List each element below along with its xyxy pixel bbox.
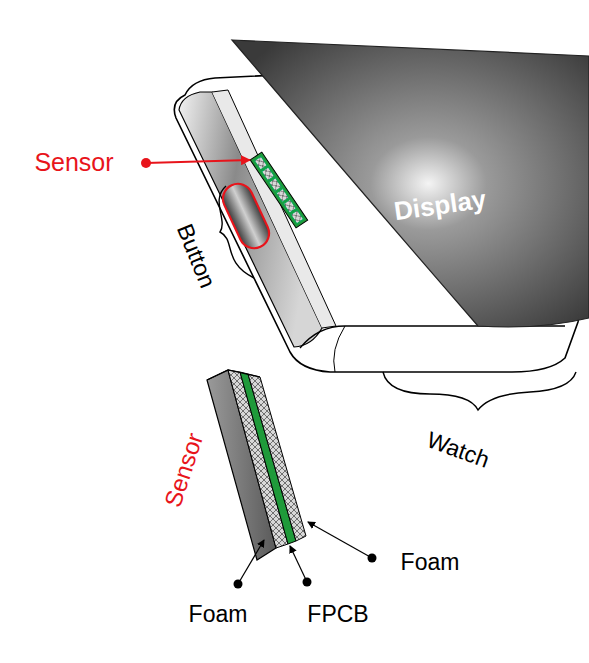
watch-brace (383, 372, 576, 410)
sensor-label: Sensor (34, 150, 113, 175)
sensor-cell (276, 189, 289, 203)
sensor-block-top (207, 370, 260, 380)
button-brace (219, 186, 254, 278)
sensor-cell (254, 156, 267, 170)
sensor-leader (146, 160, 250, 163)
sensor-cell (283, 199, 296, 213)
watch-front-curve (334, 326, 345, 372)
sensor-cell (262, 167, 275, 181)
foam-leader (238, 540, 264, 584)
part-label: FPCB (307, 603, 368, 626)
button-shape (218, 179, 274, 253)
button-label: Button (173, 221, 219, 291)
watch-front-edge (300, 326, 565, 348)
sensor-cell (269, 178, 282, 192)
watch-side-face (179, 92, 322, 347)
part-label: Foam (189, 603, 248, 626)
display-panel (232, 40, 589, 327)
fpcb-leader (290, 546, 307, 582)
part-label: Foam (401, 551, 460, 574)
sensor-label: Sensor (161, 430, 207, 510)
fpcb-layer (240, 372, 296, 544)
watch-label: Watch (424, 428, 492, 472)
foam-leader (308, 522, 372, 558)
foam-layer (248, 374, 306, 541)
sensor-cell (291, 210, 304, 224)
